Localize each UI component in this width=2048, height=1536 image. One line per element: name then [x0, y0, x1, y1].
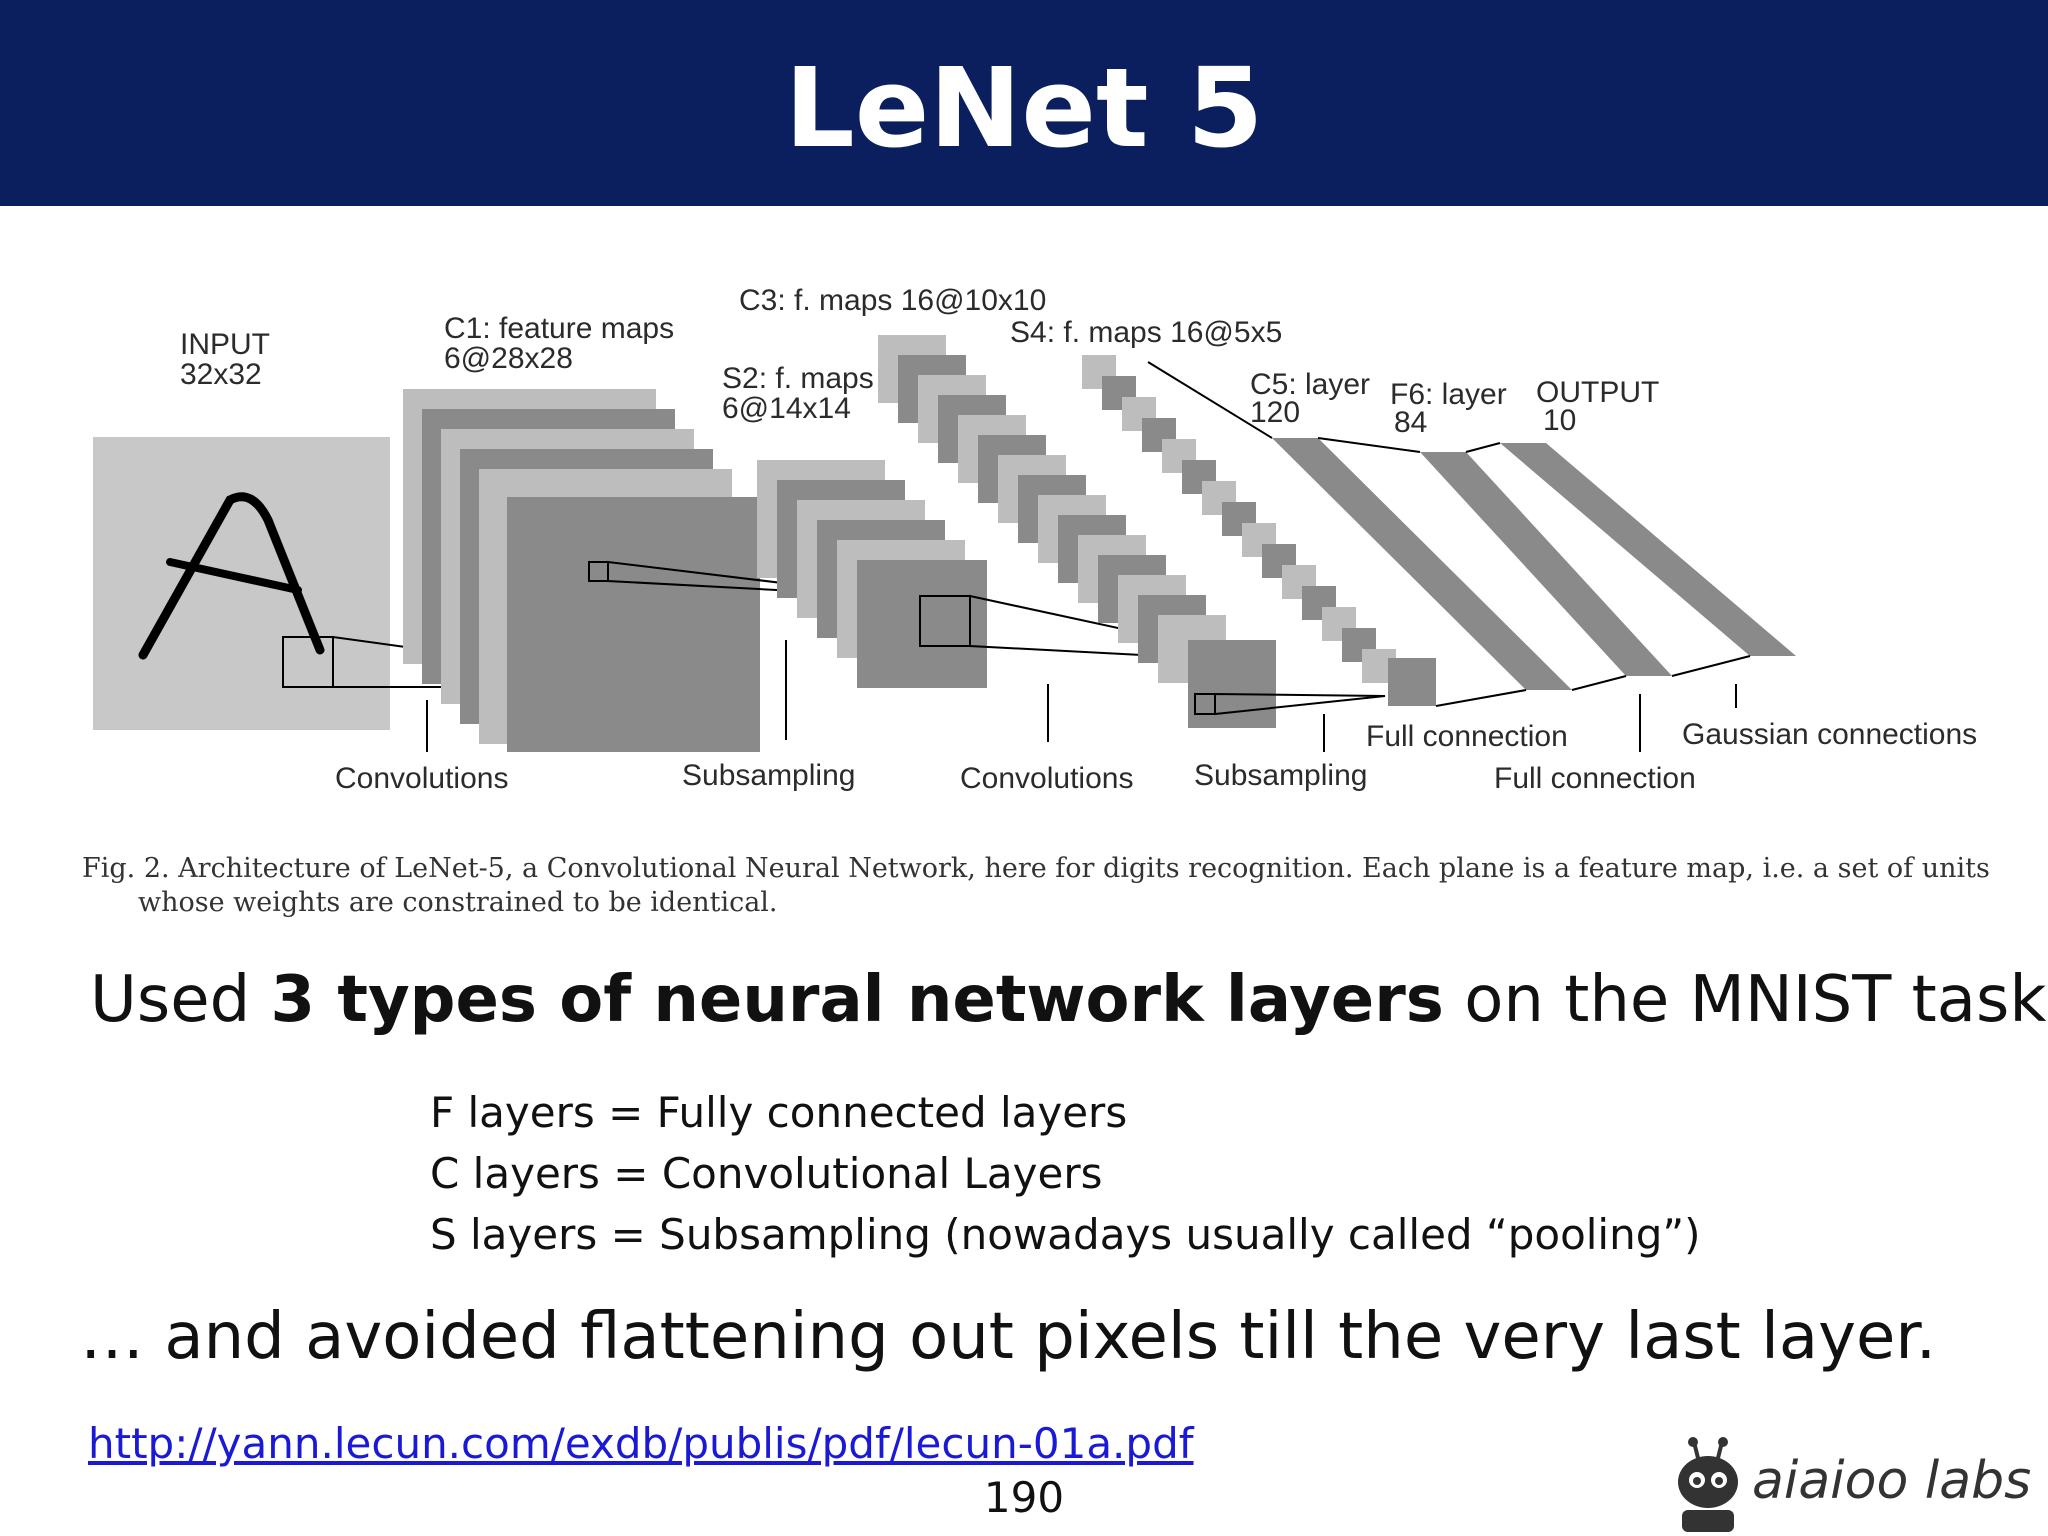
closing-statement: … and avoided flattening out pixels till…	[80, 1300, 1937, 1374]
operation-label-gaussian-connections: Gaussian connections	[1682, 718, 1977, 751]
definition-f-layers: F layers = Fully connected layers	[430, 1088, 1128, 1137]
input-size-label: 32x32	[180, 358, 262, 391]
c3-label: C3: f. maps 16@10x10	[739, 284, 1046, 317]
s2-label: S2: f. maps	[722, 362, 874, 395]
input-label: INPUT	[180, 328, 270, 361]
c5-label: C5: layer	[1250, 368, 1370, 401]
s4-feature-map-stack	[1082, 355, 1436, 706]
s2-size-label: 6@14x14	[722, 392, 851, 425]
figure-caption-line-1: Fig. 2. Architecture of LeNet-5, a Convo…	[82, 853, 1990, 884]
figure-caption-line-2: whose weights are constrained to be iden…	[138, 887, 778, 918]
robot-icon	[1678, 1437, 1738, 1532]
aiaioo-logo: aiaioo labs	[1668, 1436, 2048, 1536]
s4-label: S4: f. maps 16@5x5	[1010, 316, 1282, 349]
headline: Used 3 types of neural network layers on…	[90, 958, 2046, 1042]
operation-label-subsampling-2: Subsampling	[1194, 759, 1367, 792]
figure-caption: Fig. 2. Architecture of LeNet-5, a Convo…	[82, 852, 2022, 920]
lenet5-architecture-diagram: INPUT 32x32 C1: feature maps 6@28x28 S2:…	[93, 284, 1977, 795]
c1-size-label: 6@28x28	[444, 342, 573, 375]
slide-title: LeNet 5	[784, 44, 1264, 172]
layer-definitions: F layers = Fully connected layers C laye…	[430, 1082, 1701, 1265]
operation-label-subsampling-1: Subsampling	[682, 759, 855, 792]
c3-to-s4-projection	[1214, 692, 1386, 716]
output-size-label: 10	[1543, 404, 1576, 437]
handwritten-a-glyph	[138, 492, 325, 660]
output-layer-strip	[1500, 443, 1796, 656]
page-number: 190	[983, 1473, 1065, 1522]
operation-label-full-connection-1: Full connection	[1366, 720, 1568, 753]
c5-layer-strip	[1272, 438, 1572, 690]
operation-label-convolutions-2: Convolutions	[960, 762, 1133, 795]
c1-feature-map-stack	[403, 389, 760, 752]
s4-to-c5-line	[1147, 361, 1273, 439]
paper-link[interactable]: http://yann.lecun.com/exdb/publis/pdf/le…	[88, 1419, 1194, 1468]
operation-tick-marks	[426, 640, 1737, 752]
definition-c-layers: C layers = Convolutional Layers	[430, 1149, 1103, 1198]
headline-suffix: on the MNIST task	[1443, 963, 2047, 1037]
c1-to-s2-projection	[607, 560, 891, 597]
headline-bold: 3 types of neural network layers	[270, 963, 1444, 1037]
f6-to-output-connection	[1465, 442, 1751, 677]
handwritten-a-crossbar	[166, 558, 302, 594]
s2-feature-map-stack	[757, 460, 987, 688]
title-bar: LeNet 5	[0, 0, 2048, 206]
f6-layer-strip	[1420, 452, 1672, 676]
headline-prefix: Used	[90, 963, 271, 1037]
f6-size-label: 84	[1394, 406, 1427, 439]
input-plane	[93, 437, 390, 730]
output-label: OUTPUT	[1536, 376, 1659, 409]
s4-to-c5-lower-line	[1435, 689, 1527, 707]
c1-label: C1: feature maps	[444, 312, 674, 345]
c3-feature-map-stack	[878, 335, 1276, 728]
operation-label-full-connection-2: Full connection	[1494, 762, 1696, 795]
logo-text: aiaioo labs	[1752, 1451, 2032, 1511]
f6-label: F6: layer	[1390, 378, 1507, 411]
definition-s-layers: S layers = Subsampling (nowadays usually…	[430, 1210, 1701, 1259]
c5-to-f6-connection	[1317, 437, 1627, 691]
c5-size-label: 120	[1250, 396, 1300, 429]
operation-label-convolutions-1: Convolutions	[335, 762, 508, 795]
